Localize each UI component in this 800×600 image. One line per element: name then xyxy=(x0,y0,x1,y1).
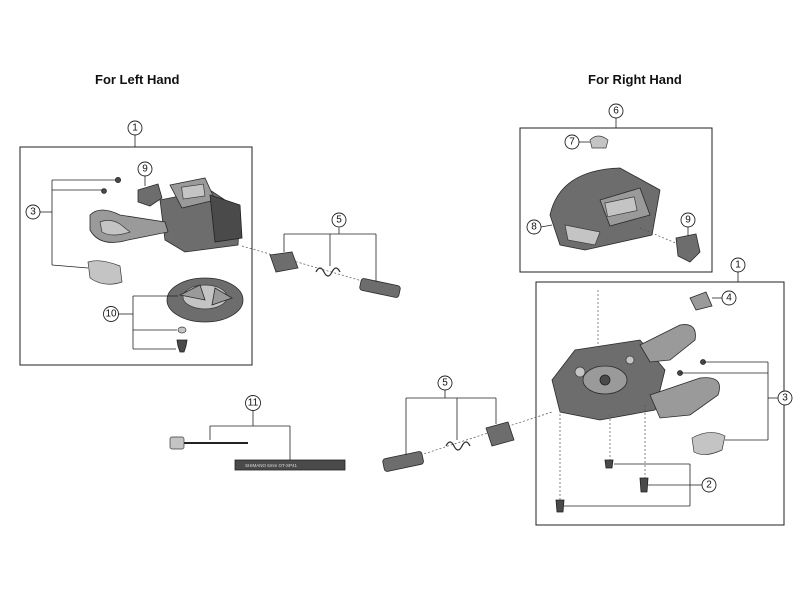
svg-text:9: 9 xyxy=(685,215,691,226)
svg-text:6: 6 xyxy=(613,106,619,117)
svg-text:1: 1 xyxy=(735,260,741,271)
right-cover-shell xyxy=(549,167,661,251)
right-bracket-9 xyxy=(675,233,701,263)
left-barrel-cap xyxy=(269,251,299,273)
left-ring-plate xyxy=(166,277,244,323)
left-hand-title: For Left Hand xyxy=(95,72,180,87)
svg-text:2: 2 xyxy=(706,480,712,491)
svg-text:3: 3 xyxy=(782,393,788,404)
right-barrel-bolt xyxy=(382,451,424,472)
right-spring xyxy=(445,441,471,451)
right-bolt-c xyxy=(555,499,565,513)
callout-11: 11 xyxy=(245,395,261,411)
callout-1-left: 1 xyxy=(127,120,143,136)
callout-9-left: 9 xyxy=(137,161,153,177)
callout-3-left: 3 xyxy=(25,204,41,220)
right-cap-4 xyxy=(689,291,713,311)
right-hand-title: For Right Hand xyxy=(588,72,682,87)
left-hand-group: 1 xyxy=(19,120,253,366)
right-bolt-b xyxy=(639,477,649,493)
svg-text:9: 9 xyxy=(142,164,148,175)
left-assembly-frame xyxy=(19,146,253,366)
svg-text:11: 11 xyxy=(248,398,259,409)
svg-text:7: 7 xyxy=(569,137,575,148)
callout-3-right: 3 xyxy=(777,390,793,406)
callout-5-left: 5 xyxy=(331,212,347,228)
right-upper-lever xyxy=(639,324,696,363)
right-cap-7 xyxy=(589,135,609,149)
cable-group: SHIMANO 6mm OT-SP41 11 xyxy=(169,395,346,471)
callout-9-right: 9 xyxy=(680,212,696,228)
callout-5-right: 5 xyxy=(437,375,453,391)
left-shifter-body xyxy=(159,177,243,253)
left-adjuster-parts: 5 xyxy=(241,212,401,298)
svg-text:10: 10 xyxy=(105,309,117,320)
callout-10-left: 10 xyxy=(103,306,119,322)
right-adjuster-parts: 5 xyxy=(382,375,553,472)
right-bolt-a xyxy=(604,459,614,469)
right-barrel-cap xyxy=(485,421,515,447)
callout-6: 6 xyxy=(608,103,624,119)
left-washer xyxy=(177,326,187,334)
callout-8: 8 xyxy=(526,219,542,235)
right-shifter-base xyxy=(551,339,666,421)
left-spring xyxy=(315,267,341,277)
cable-housing-print: SHIMANO 6mm OT-SP41 xyxy=(245,463,298,468)
callout-4: 4 xyxy=(721,290,737,306)
svg-text:3: 3 xyxy=(30,207,36,218)
left-lever-pad xyxy=(87,260,123,285)
right-lower-lever xyxy=(649,377,720,419)
svg-text:5: 5 xyxy=(442,378,448,389)
left-bracket-9 xyxy=(137,183,163,207)
right-lever-pad xyxy=(691,432,726,455)
right-hand-group: 6 7 8 9 xyxy=(519,103,793,526)
svg-text:5: 5 xyxy=(336,215,342,226)
left-barrel-bolt xyxy=(359,278,401,298)
cable-end-nipple xyxy=(169,436,185,450)
callout-7: 7 xyxy=(564,134,580,150)
svg-text:1: 1 xyxy=(132,123,138,134)
callout-1-right: 1 xyxy=(730,257,746,273)
svg-text:8: 8 xyxy=(531,222,537,233)
svg-text:4: 4 xyxy=(726,293,732,304)
callout-2: 2 xyxy=(701,477,717,493)
left-bolt xyxy=(176,339,188,353)
